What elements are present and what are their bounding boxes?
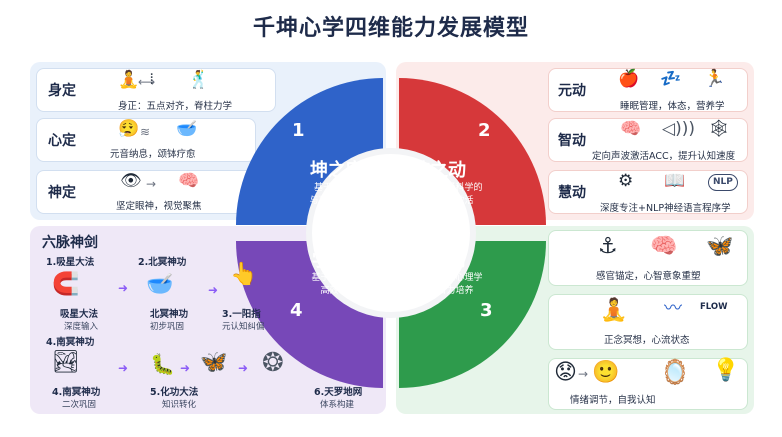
center-circle: 1 坤之定 基于生物力学 与声学振动频率 2 乾之动 基于神经科学的 内动力激活… [236, 78, 546, 388]
arrow-icon: ⟷ [138, 75, 156, 89]
quadrant-sub-2b: 内动力激活 [428, 196, 474, 206]
row-emotion [548, 358, 748, 410]
quadrant-sub-2a: 基于神经科学的 [419, 183, 483, 193]
step-6-sub: 体系构建 [320, 400, 355, 410]
arrow-icon: ➜ [118, 281, 129, 295]
quadrant-sub-1a: 基于生物力学 [313, 183, 368, 193]
meditation-icon: 🧘 [600, 298, 628, 323]
cocoon-icon: 🐛 [150, 352, 175, 376]
brain-icon: 🧠 [650, 234, 678, 259]
label-huidong: 慧动 [558, 185, 586, 201]
row-anchor [548, 230, 748, 286]
flow-icon: 〰 [664, 298, 682, 319]
network-icon: ❂ [262, 348, 284, 378]
arrow-icon: ➜ [180, 361, 191, 375]
eye-icon: 👁 [120, 171, 142, 191]
row-zhidong [548, 118, 748, 162]
step-4-caption: 4.南冥神功 [52, 387, 101, 398]
mirror-icon: 🪞 [660, 358, 690, 386]
finger-point-icon: 👆 [230, 262, 258, 287]
flow-label: FLOW [700, 302, 728, 312]
bowl-icon: 🥣 [146, 272, 174, 297]
meditation-icon: 🧘 [118, 70, 140, 90]
arrow-icon: ≋ [140, 125, 151, 139]
step-1-title: 1.吸星大法 [46, 257, 95, 268]
step-2-caption: 北冥神功 [150, 309, 189, 320]
desc-shending: 身正：五点对齐，脊柱力学 [118, 101, 233, 112]
quadrant-sub-1b: 与声学振动频率 [309, 196, 373, 206]
sleep-icon: 💤 [660, 69, 682, 89]
label-zhidong: 智动 [558, 133, 586, 149]
arrow-icon: → [146, 177, 157, 191]
six-sword-title: 六脉神剑 [42, 235, 98, 251]
quadrant-sub-3b: 整合力培养 [428, 286, 474, 296]
arrow-icon: ➜ [118, 361, 129, 375]
quadrant-number-4: 4 [290, 300, 303, 321]
emoji-icon: 😟 [554, 360, 577, 385]
anchor-icon: ⚓ [598, 234, 618, 259]
label-xinding: 心定 [48, 133, 76, 149]
quadrant-title-3: 心之用 [412, 250, 466, 271]
center-hub [312, 154, 470, 312]
landscape-icon: 🏞 [52, 350, 80, 375]
brain-icon: 🧠 [620, 119, 642, 139]
quadrant-number-2: 2 [478, 120, 491, 141]
butterfly-icon: 🦋 [706, 234, 734, 259]
desc-zhidong: 定向声波激活ACC，提升认知速度 [592, 151, 736, 162]
quadrant-sub-4a: 基于认知规律的 [311, 273, 375, 283]
quadrant-number-1: 1 [292, 120, 305, 141]
page-title: 千坤心学四维能力发展模型 [252, 16, 529, 41]
running-icon: 🏃 [704, 69, 726, 89]
apple-icon: 🍎 [618, 69, 640, 89]
step-3-sub: 元认知纠偏 [222, 322, 265, 332]
quadrant-sub-3a: 基于认知心理学 [419, 273, 483, 283]
quadrant-number-3: 3 [480, 300, 493, 321]
network-icon: 🕸 [708, 119, 730, 139]
arrow-icon: ➜ [208, 283, 219, 297]
desc-anchor: 感官锚定，心智意象重塑 [596, 271, 701, 282]
row-shending [36, 68, 276, 112]
spine-icon: ⦙ [150, 70, 154, 88]
desc-emotion: 情绪调节，自我认知 [570, 395, 656, 406]
desc-huidong: 深度专注+NLP神经语言程序学 [600, 203, 731, 214]
label-shending: 身定 [48, 83, 76, 99]
brain-icon: 🧠 [178, 171, 200, 191]
label-yuandong: 元动 [558, 83, 586, 99]
step-5-sub: 知识转化 [162, 400, 197, 410]
quadrant-title-4: 学之道 [312, 250, 366, 271]
row-yuandong [548, 68, 748, 112]
breath-icon: 😮‍💨 [118, 119, 140, 139]
step-3-title: 3.一阳指 [222, 309, 261, 320]
emoji-icon: 🙂 [592, 360, 620, 385]
step-4-sub: 二次巩固 [62, 400, 97, 410]
step-1-caption: 吸星大法 [60, 309, 99, 320]
soundwave-icon: ◁))) [662, 119, 695, 139]
label-shending-spirit: 神定 [48, 185, 76, 201]
butterfly-icon: 🦋 [200, 350, 228, 375]
singing-bowl-icon: 🥣 [176, 119, 198, 139]
step-1-sub: 深度输入 [64, 322, 99, 332]
row-flow [548, 294, 748, 350]
arrow-icon: → [578, 367, 589, 381]
posture-icon: 🕺 [188, 70, 210, 90]
desc-xinding: 元音纳息，颂钵疗愈 [110, 149, 196, 160]
quadrant-title-2: 乾之动 [412, 160, 466, 181]
desc-flow: 正念冥想，心流状态 [604, 335, 690, 346]
gears-icon: ⚙ [618, 171, 634, 191]
lightbulb-icon: 💡 [712, 358, 740, 383]
step-5-title: 5.化功大法 [150, 387, 199, 398]
desc-shending-spirit: 坚定眼神，视觉聚焦 [116, 201, 202, 212]
quadrant-sub-4b: 高效学习法 [320, 286, 366, 296]
magnet-icon: 🧲 [52, 272, 80, 297]
step-6-title: 6.天罗地网 [314, 387, 363, 398]
desc-yuandong: 睡眠管理，体态，营养学 [620, 101, 725, 112]
row-xinding [36, 118, 256, 162]
step-2-title: 2.北冥神功 [138, 257, 187, 268]
book-icon: 📖 [664, 171, 686, 191]
nlp-icon: NLP [708, 174, 738, 191]
arrow-icon: ➜ [238, 361, 249, 375]
quadrant-title-1: 坤之定 [310, 160, 364, 181]
step-2-sub: 初步巩固 [150, 322, 185, 332]
step-4-title: 4.南冥神功 [46, 337, 95, 348]
